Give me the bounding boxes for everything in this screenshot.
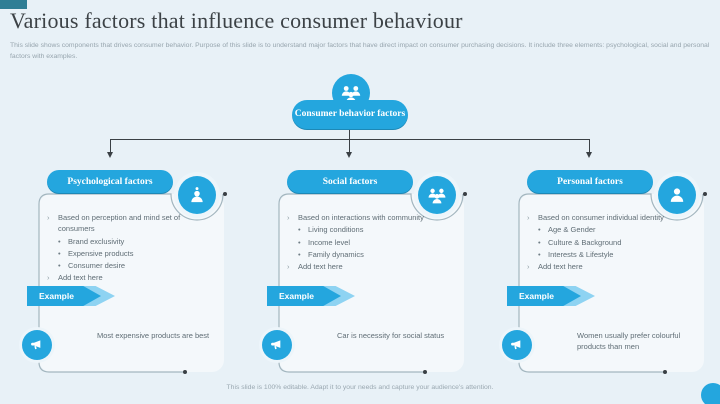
dot-bullet: • bbox=[538, 225, 541, 235]
bullet-item: › Add text here bbox=[45, 272, 201, 283]
factor-title-personal: Personal factors bbox=[527, 170, 653, 194]
dot-bullet: • bbox=[298, 249, 301, 259]
factor-card-personal: Personal factors › Based on consumer indi… bbox=[502, 166, 711, 386]
sub-bullet-text: Culture & Background bbox=[548, 237, 622, 247]
connector-drop-right bbox=[589, 139, 590, 153]
dot-bullet: • bbox=[58, 236, 61, 246]
bullet-item: › Add text here bbox=[285, 261, 441, 272]
slide-description: This slide shows components that drives … bbox=[10, 42, 710, 60]
bullet-item: › Based on perception and mind set of con… bbox=[45, 212, 201, 235]
chevron-bullet: › bbox=[527, 213, 530, 222]
sub-bullet-item: • Interests & Lifestyle bbox=[538, 249, 681, 260]
footer-note: This slide is 100% editable. Adapt it to… bbox=[226, 384, 494, 391]
megaphone-icon bbox=[502, 330, 532, 360]
factor-card-psychological: Psychological factors › Based on percepti… bbox=[22, 166, 231, 386]
sub-bullet-item: • Brand exclusivity bbox=[58, 236, 201, 247]
example-tag: Example bbox=[27, 286, 101, 306]
sub-bullet-item: • Living conditions bbox=[298, 224, 441, 235]
sub-bullet-item: • Consumer desire bbox=[58, 260, 201, 271]
page-title: Various factors that influence consumer … bbox=[10, 8, 463, 33]
bullet-list: › Based on interactions with community • L… bbox=[285, 212, 441, 273]
dot-bullet: • bbox=[538, 237, 541, 247]
bullet-list: › Based on consumer individual identity •… bbox=[525, 212, 681, 273]
factor-title-psychological: Psychological factors bbox=[47, 170, 173, 194]
root-node-consumer-behavior-factors: Consumer behavior factors bbox=[292, 100, 408, 130]
example-text: Women usually prefer colourful products … bbox=[577, 331, 681, 352]
corner-accent-bar bbox=[0, 0, 27, 9]
dot-bullet: • bbox=[298, 225, 301, 235]
bullet-item: › Add text here bbox=[525, 261, 681, 272]
community-icon bbox=[418, 176, 456, 214]
bullet-item: › Based on consumer individual identity bbox=[525, 212, 681, 223]
sub-bullet-text: Interests & Lifestyle bbox=[548, 249, 614, 259]
sub-bullet-text: Income level bbox=[308, 237, 351, 247]
sub-bullet-item: • Income level bbox=[298, 237, 441, 248]
dot-bullet: • bbox=[298, 237, 301, 247]
sub-bullet-item: • Age & Gender bbox=[538, 224, 681, 235]
sub-bullet-item: • Family dynamics bbox=[298, 249, 441, 260]
chevron-bullet: › bbox=[287, 262, 290, 271]
bullet-list: › Based on perception and mind set of con… bbox=[45, 212, 201, 285]
factor-card-social: Social factors › Based on interactions wi… bbox=[262, 166, 471, 386]
dot-bullet: • bbox=[58, 248, 61, 258]
add-text-placeholder[interactable]: Add text here bbox=[58, 273, 103, 283]
person-icon bbox=[658, 176, 696, 214]
sub-bullet-item: • Expensive products bbox=[58, 248, 201, 259]
example-text: Car is necessity for social status bbox=[337, 331, 445, 340]
add-text-placeholder[interactable]: Add text here bbox=[538, 262, 583, 271]
card-outline bbox=[38, 192, 227, 374]
chevron-bullet: › bbox=[287, 213, 290, 222]
bullet-item: › Based on interactions with community bbox=[285, 212, 441, 223]
connector-drop-center bbox=[349, 139, 350, 153]
card-outline bbox=[518, 192, 707, 374]
bullet-text: Based on interactions with community bbox=[298, 213, 424, 222]
chevron-bullet: › bbox=[47, 273, 50, 283]
dot-bullet: • bbox=[58, 261, 61, 270]
example-tag: Example bbox=[507, 286, 581, 306]
megaphone-icon bbox=[22, 330, 52, 360]
bullet-text: Based on consumer individual identity bbox=[538, 213, 664, 222]
example-text: Most expensive products are best bbox=[97, 331, 210, 340]
connector-root-stem bbox=[349, 130, 350, 139]
card-outline bbox=[278, 192, 467, 374]
arrowhead-center bbox=[346, 152, 352, 158]
example-tag: Example bbox=[267, 286, 341, 306]
chevron-bullet: › bbox=[47, 213, 50, 222]
dot-bullet: • bbox=[538, 249, 541, 259]
sub-bullet-text: Living conditions bbox=[308, 225, 364, 235]
add-text-placeholder[interactable]: Add text here bbox=[298, 262, 343, 271]
arrowhead-left bbox=[107, 152, 113, 158]
sub-bullet-text: Age & Gender bbox=[548, 225, 596, 235]
bottom-right-circle-accent bbox=[701, 383, 720, 404]
sub-bullet-text: Family dynamics bbox=[308, 249, 364, 259]
megaphone-icon bbox=[262, 330, 292, 360]
sub-bullet-text: Expensive products bbox=[68, 248, 134, 258]
bullet-text: Based on perception and mind set of cons… bbox=[58, 213, 181, 234]
connector-drop-left bbox=[110, 139, 111, 153]
mind-person-icon bbox=[178, 176, 216, 214]
sub-bullet-text: Brand exclusivity bbox=[68, 236, 125, 246]
sub-bullet-text: Consumer desire bbox=[68, 261, 126, 270]
factor-title-social: Social factors bbox=[287, 170, 413, 194]
chevron-bullet: › bbox=[527, 262, 530, 271]
arrowhead-right bbox=[586, 152, 592, 158]
sub-bullet-item: • Culture & Background bbox=[538, 237, 681, 248]
